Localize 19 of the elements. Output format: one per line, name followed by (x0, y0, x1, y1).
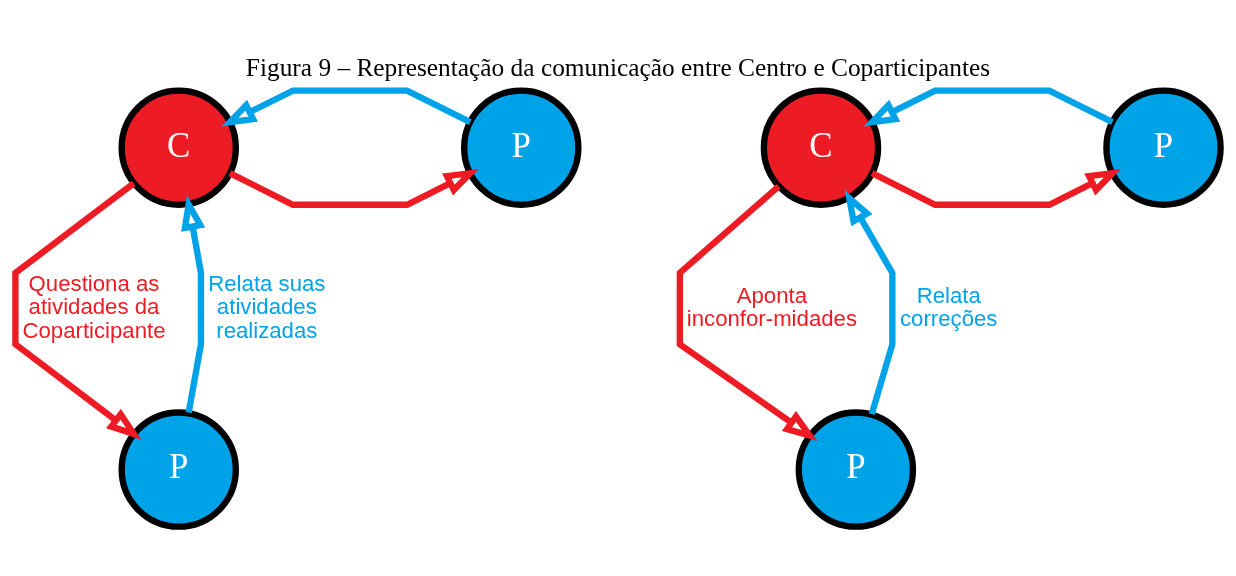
arrow (228, 168, 479, 208)
node-circle: C (118, 87, 239, 208)
arrow (863, 87, 1114, 127)
edge-label: Relata correções (900, 282, 998, 332)
arrow (181, 195, 206, 414)
node-circle: C (760, 87, 882, 208)
node-circle: P (795, 409, 917, 530)
arrow (844, 189, 896, 415)
edge-label: Questiona as atividades da Coparticipante (22, 270, 166, 344)
arrow (870, 168, 1121, 208)
node-circle: P (118, 409, 239, 530)
node-circle: P (1103, 87, 1224, 208)
node-circle: P (461, 87, 582, 208)
arrow (12, 180, 142, 440)
arrow (221, 87, 472, 127)
arrow (676, 183, 818, 441)
edge-label: Relata suas atividades realizadas (208, 270, 326, 344)
diagram-title: Figura 9 – Representação da comunicação entre Centro e Coparticipantes (245, 52, 991, 81)
edge-label: Aponta inconfor-midades (686, 282, 858, 332)
